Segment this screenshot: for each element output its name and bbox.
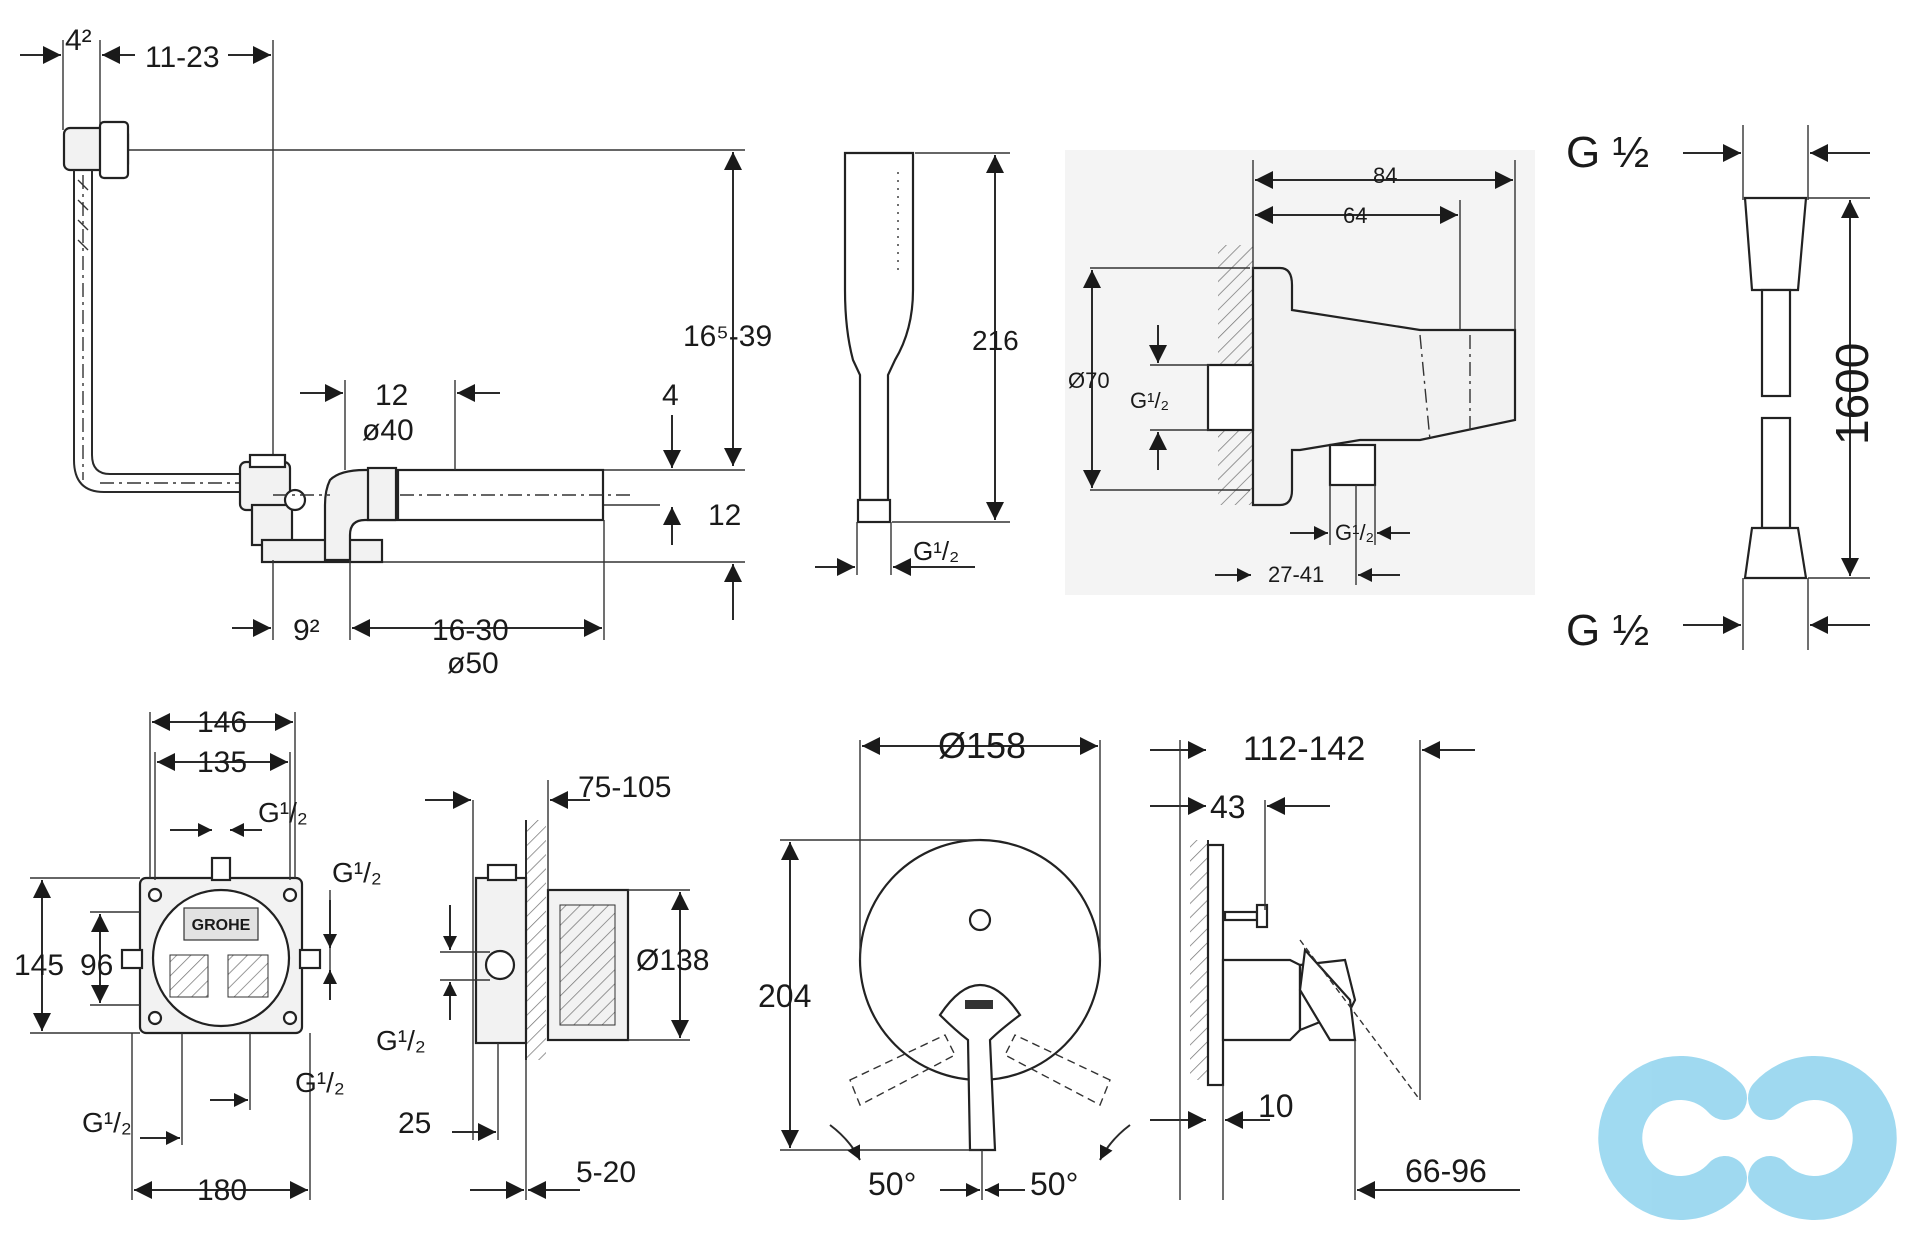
trim-angle-left: 50° xyxy=(868,1166,916,1202)
rapido-side-dim-75-105: 75-105 xyxy=(578,771,671,804)
trim-side-drawing: 112-142 43 10 66-96 xyxy=(1150,730,1520,1200)
watermark-logo xyxy=(1598,1056,1897,1220)
rapido-dim-146: 146 xyxy=(197,706,247,739)
bath-dim-9-2: 9² xyxy=(293,614,320,647)
bath-dim-11-23: 11-23 xyxy=(145,41,220,74)
rapido-dim-145: 145 xyxy=(14,949,64,982)
trim-dim-204: 204 xyxy=(758,978,811,1014)
trim-side-dim-66-96: 66-96 xyxy=(1405,1153,1487,1189)
bath-waste-dimensions: 4² 11-23 16⁵-39 12 ø40 4 12 9² 16-30 ø50 xyxy=(20,24,772,680)
rapido-thread-bottom-left: G¹/₂ xyxy=(82,1107,132,1138)
rapido-thread-right: G¹/₂ xyxy=(332,857,382,888)
bath-dim-d50: ø50 xyxy=(447,647,499,680)
rapido-side-dim-d138: Ø138 xyxy=(636,944,709,977)
trim-side-dim-112-142: 112-142 xyxy=(1243,730,1365,768)
rapido-side-thread: G¹/₂ xyxy=(376,1025,426,1056)
elbow-thread-in: G¹/₂ xyxy=(1130,388,1169,413)
wall-elbow-drawing: 84 64 Ø70 G¹/₂ G¹/₂ 27-41 xyxy=(1065,150,1535,595)
rapido-thread-bottom-right: G¹/₂ xyxy=(295,1067,345,1098)
bath-dim-12-top: 12 xyxy=(375,379,408,412)
hand-shower-dim-216: 216 xyxy=(972,325,1019,356)
rapido-dim-135: 135 xyxy=(197,746,247,779)
bath-dim-4: 4 xyxy=(662,379,679,412)
bath-dim-d40: ø40 xyxy=(362,414,414,447)
rapido-thread-top: G¹/₂ xyxy=(258,797,308,828)
bath-dim-12: 12 xyxy=(708,499,741,532)
trim-front-drawing: Ø158 204 50° 50° xyxy=(758,725,1131,1202)
trim-side-dim-43: 43 xyxy=(1210,789,1246,825)
hose-thread-top: G ½ xyxy=(1566,128,1649,177)
hand-shower-drawing: 216 G¹/₂ xyxy=(815,151,1019,576)
hand-shower-thread: G¹/₂ xyxy=(913,536,959,566)
rapido-dim-180: 180 xyxy=(197,1174,247,1207)
elbow-dim-27-41: 27-41 xyxy=(1268,562,1324,587)
elbow-dim-64: 64 xyxy=(1343,203,1367,228)
rapido-front-drawing: GROHE 146 135 G¹/₂ xyxy=(14,706,382,1207)
rapido-side-dim-5-20: 5-20 xyxy=(576,1156,636,1189)
rapido-side-drawing: 75-105 Ø138 G¹/₂ 25 5-20 xyxy=(376,771,709,1200)
hose-thread-bottom: G ½ xyxy=(1566,606,1649,655)
rapido-side-dim-25: 25 xyxy=(398,1107,431,1140)
bath-dim-16-30: 16-30 xyxy=(432,614,509,647)
bath-waste-drawing xyxy=(62,40,745,564)
rapido-dim-96: 96 xyxy=(80,949,113,982)
hose-length-1600: 1600 xyxy=(1826,343,1878,445)
elbow-dim-84: 84 xyxy=(1373,163,1397,188)
rapido-brand-logo: GROHE xyxy=(192,917,251,934)
bath-dim-height: 16⁵-39 xyxy=(683,320,772,353)
elbow-dim-d70: Ø70 xyxy=(1068,368,1110,393)
trim-dim-d158: Ø158 xyxy=(938,725,1026,766)
elbow-thread-out: G¹/₂ xyxy=(1335,520,1374,545)
trim-side-dim-10: 10 xyxy=(1258,1088,1294,1124)
trim-angle-right: 50° xyxy=(1030,1166,1078,1202)
hose-drawing: G ½ G ½ 1600 xyxy=(1566,125,1878,655)
bath-dim-4-2: 4² xyxy=(65,24,92,57)
